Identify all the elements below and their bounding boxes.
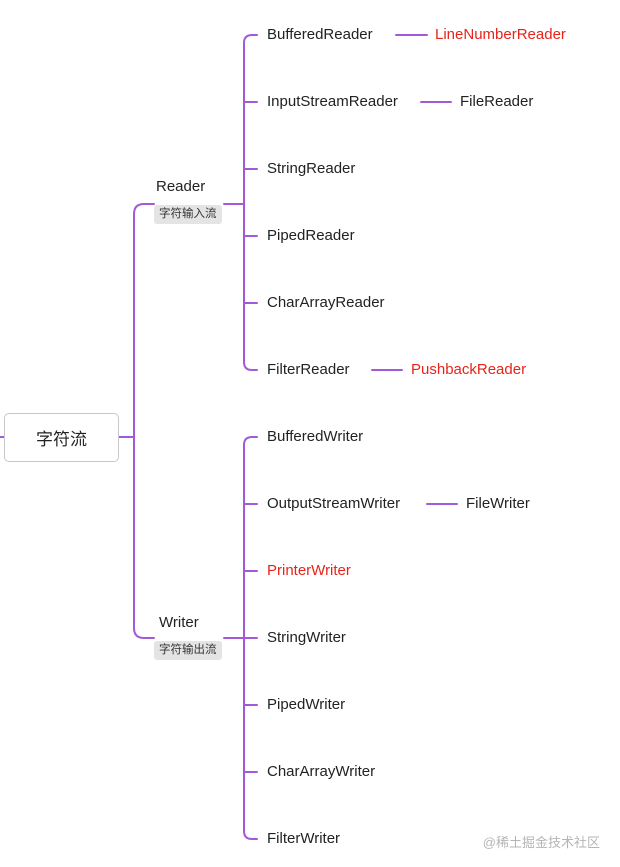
reader-elbow-bottom (243, 361, 258, 371)
writer-grandchild-FileWriter: FileWriter (466, 495, 530, 512)
writer-child-CharArrayWriter: CharArrayWriter (267, 763, 376, 780)
reader-grandchild-PushbackReader: PushbackReader (411, 361, 527, 378)
writer-child-OutputStreamWriter: OutputStreamWriter (267, 495, 401, 512)
reader-child-InputStreamReader: InputStreamReader (267, 93, 398, 110)
writer-elbow-bottom (243, 830, 258, 840)
reader-child-BufferedReader: BufferedReader (267, 26, 373, 43)
root-to-reader-connector (133, 203, 155, 438)
writer-elbow-top (243, 436, 258, 446)
reader-grandchild-FileReader: FileReader (460, 93, 534, 110)
reader-tag: 字符输入流 (154, 205, 222, 224)
writer-child-StringWriter: StringWriter (267, 629, 346, 646)
root-label: 字符流 (36, 430, 87, 449)
writer-child-FilterWriter: FilterWriter (267, 830, 341, 847)
reader-child-CharArrayReader: CharArrayReader (267, 294, 385, 311)
reader-child-StringReader: StringReader (267, 160, 356, 177)
writer-child-BufferedWriter: BufferedWriter (267, 428, 364, 445)
root-to-writer-connector (133, 436, 155, 639)
watermark: @稀土掘金技术社区 (482, 835, 600, 850)
writer-child-PipedWriter: PipedWriter (267, 696, 346, 713)
reader-child-FilterReader: FilterReader (267, 361, 350, 378)
writer-branch-label: Writer (159, 614, 199, 631)
root-node: 字符流 (4, 413, 119, 462)
writer-tag: 字符输出流 (154, 641, 222, 660)
writer-child-PrinterWriter: PrinterWriter (267, 562, 351, 579)
reader-child-PipedReader: PipedReader (267, 227, 355, 244)
reader-elbow-top (243, 34, 258, 44)
reader-grandchild-LineNumberReader: LineNumberReader (435, 26, 566, 43)
reader-branch-label: Reader (156, 178, 206, 195)
